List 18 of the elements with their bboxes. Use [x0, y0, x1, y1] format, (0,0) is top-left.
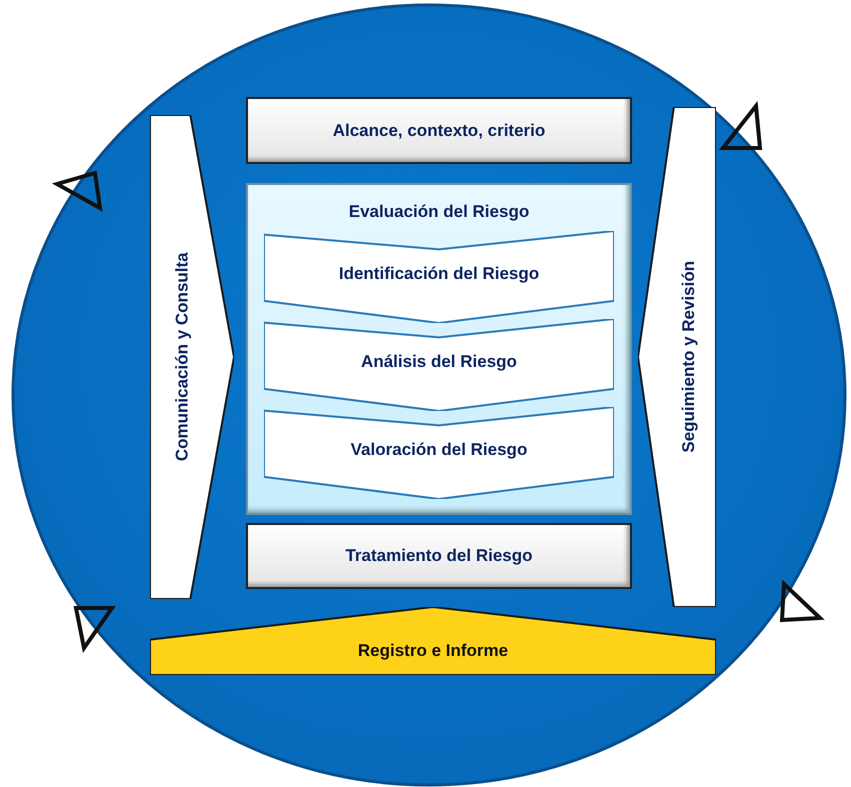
chevron-box	[264, 231, 614, 323]
node-label: Tratamiento del Riesgo	[345, 545, 533, 568]
group-panel	[246, 183, 632, 515]
process-box	[246, 523, 632, 589]
node-label: Registro e Informe	[358, 640, 508, 662]
pentagon-arrow-box	[638, 107, 716, 607]
chevron-box	[264, 319, 614, 411]
node-label: Comunicación y Consulta	[171, 252, 192, 462]
node-label: Valoración del Riesgo	[350, 439, 528, 462]
process-box	[246, 97, 632, 164]
pentagon-arrow-box	[150, 115, 234, 599]
node-label: Identificación del Riesgo	[338, 263, 540, 286]
node-label: Alcance, contexto, criterio	[332, 120, 546, 142]
trapezoid-banner	[150, 607, 716, 675]
node-label: Análisis del Riesgo	[361, 351, 517, 374]
node-label: Seguimiento y Revisión	[678, 261, 700, 453]
chevron-box	[264, 407, 614, 499]
node-label: Evaluación del Riesgo	[348, 201, 530, 223]
